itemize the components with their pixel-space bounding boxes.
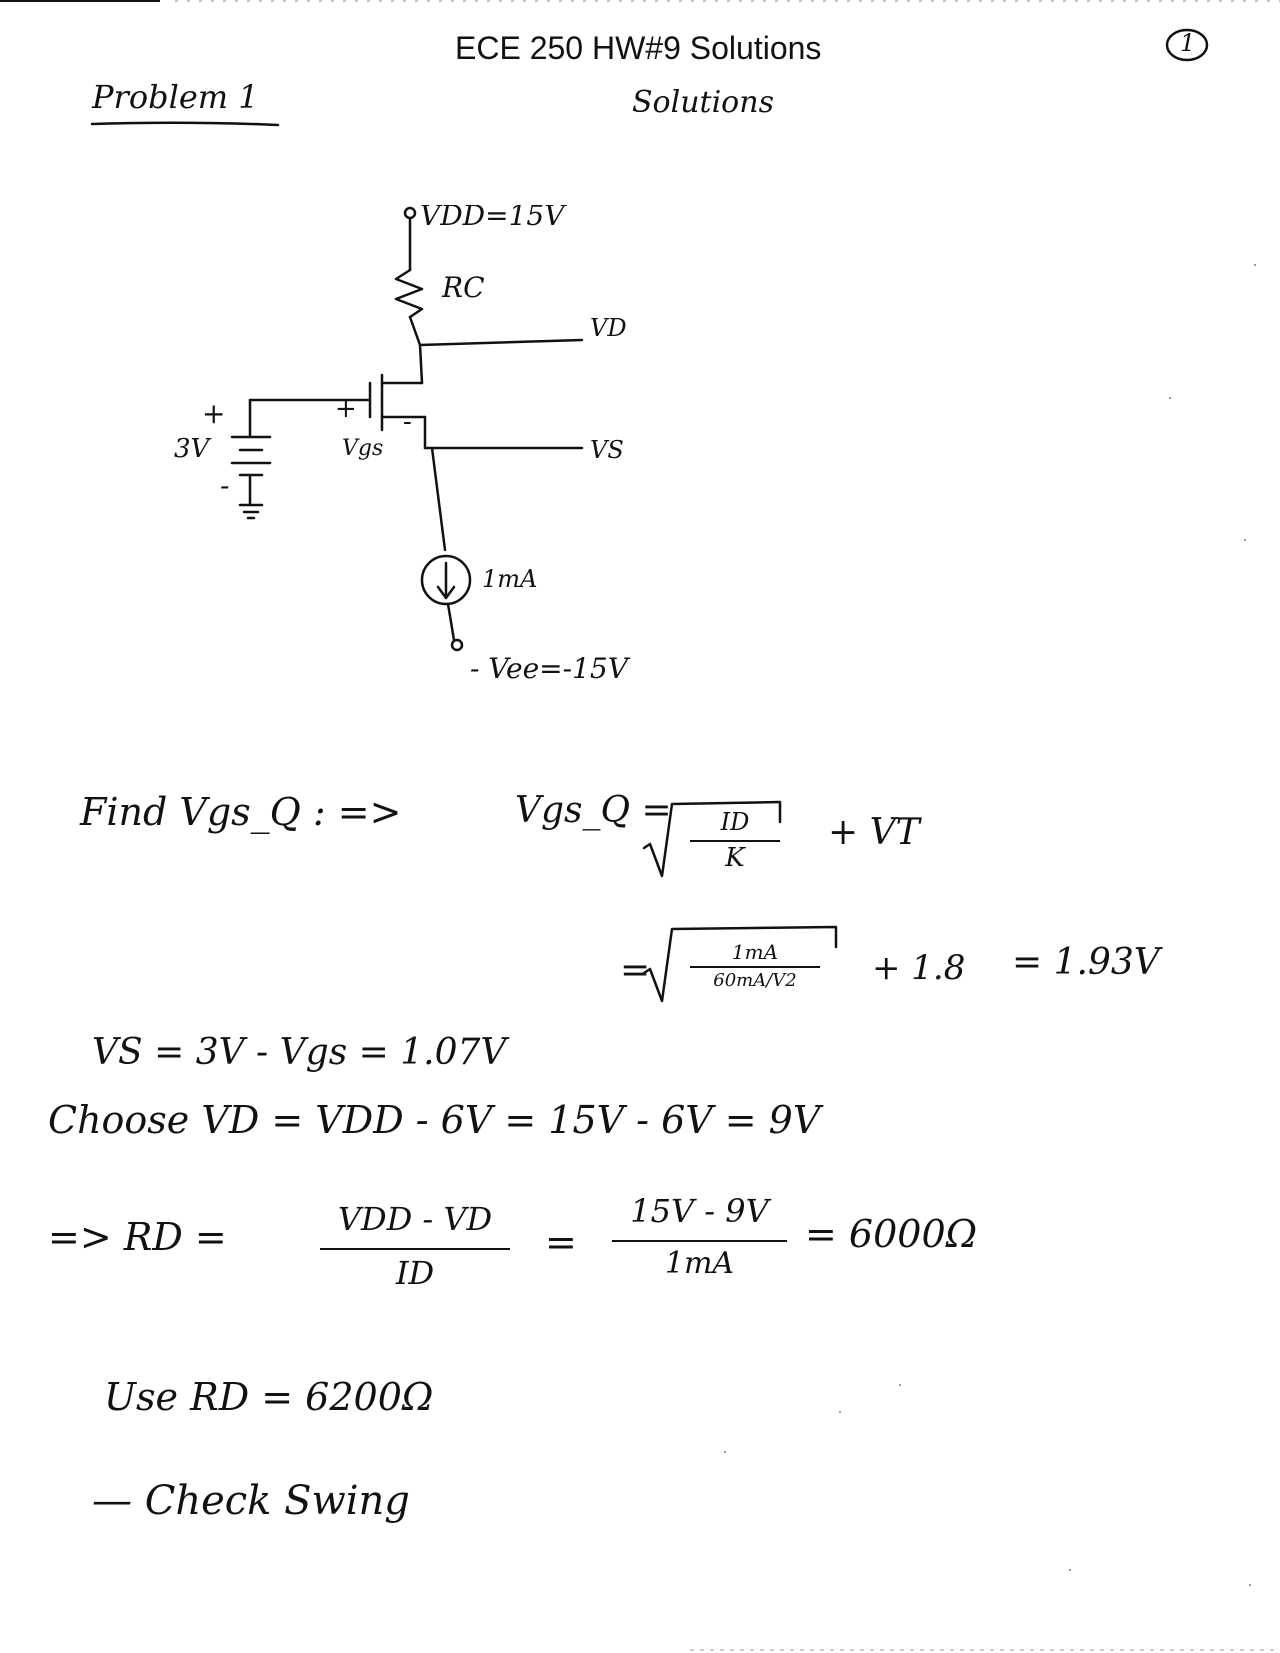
rd-result: = 6000Ω bbox=[805, 1212, 978, 1256]
equals-sign-3: = bbox=[545, 1220, 577, 1264]
check-swing-line: — Check Swing bbox=[92, 1478, 410, 1524]
vee-terminal bbox=[450, 638, 464, 652]
vgs-minus: - bbox=[403, 407, 412, 437]
vd-label: VD bbox=[590, 314, 627, 342]
fraction-3-denominator: ID bbox=[395, 1254, 435, 1292]
vs-label: VS bbox=[590, 436, 624, 464]
fraction-1-bar bbox=[690, 840, 780, 842]
resistor-rc bbox=[394, 268, 424, 319]
scan-top-edge bbox=[0, 0, 1280, 2]
problem-underline bbox=[90, 121, 280, 127]
fraction-2-numerator: 1mA bbox=[731, 940, 779, 964]
vgs-result: = 1.93V bbox=[1012, 942, 1160, 983]
fraction-4-numerator: 15V - 9V bbox=[630, 1192, 769, 1230]
equals-sign-2: = bbox=[620, 950, 651, 991]
find-vgs-line: Find Vgs_Q : => bbox=[80, 790, 402, 834]
use-rd-line: Use RD = 6200Ω bbox=[104, 1375, 434, 1419]
vee-label: - Vee=-15V bbox=[470, 652, 631, 685]
vgs-plus: + bbox=[335, 394, 357, 424]
fraction-4-bar bbox=[612, 1240, 787, 1242]
rc-label: RC bbox=[441, 271, 485, 304]
current-source-label: 1mA bbox=[482, 565, 537, 593]
sqrt-sign-1 bbox=[642, 800, 782, 878]
choose-vd-line: Choose VD = VDD - 6V = 15V - 6V = 9V bbox=[48, 1098, 821, 1142]
vdd-label: VDD=15V bbox=[420, 205, 567, 232]
fraction-4-denominator: 1mA bbox=[664, 1246, 735, 1281]
plus-vt: + VT bbox=[828, 812, 920, 853]
page-number: 1 bbox=[1180, 29, 1196, 57]
fraction-2-denominator: 60mA/V2 bbox=[713, 970, 797, 991]
fraction-3-bar bbox=[320, 1248, 510, 1250]
battery-3v bbox=[230, 435, 272, 520]
fraction-3-numerator: VDD - VD bbox=[337, 1200, 493, 1238]
rd-prefix: => RD = bbox=[48, 1215, 227, 1259]
vs-equation: VS = 3V - Vgs = 1.07V bbox=[92, 1032, 507, 1073]
solutions-subtitle: Solutions bbox=[632, 85, 774, 120]
circuit-schematic: VDD=15V RC VD VS 3V + - + - Vgs 1mA - Ve… bbox=[174, 205, 631, 685]
problem-label: Problem 1 bbox=[92, 78, 259, 116]
vgs-lhs: Vgs_Q = bbox=[515, 790, 672, 831]
current-source bbox=[420, 554, 472, 606]
battery-plus: + bbox=[202, 397, 225, 430]
battery-minus: - bbox=[220, 469, 229, 502]
page-title: ECE 250 HW#9 Solutions bbox=[455, 30, 822, 66]
vgs-label: Vgs bbox=[342, 436, 383, 461]
plus-threshold: + 1.8 bbox=[872, 948, 966, 988]
vd-wire bbox=[418, 338, 584, 347]
fraction-1-numerator: ID bbox=[720, 808, 750, 836]
fraction-1-denominator: K bbox=[725, 843, 745, 873]
page-number-circle bbox=[1165, 28, 1209, 62]
source-voltage-label: 3V bbox=[174, 434, 212, 464]
sqrt-sign-2 bbox=[642, 925, 838, 1003]
fraction-2-bar bbox=[690, 966, 820, 968]
